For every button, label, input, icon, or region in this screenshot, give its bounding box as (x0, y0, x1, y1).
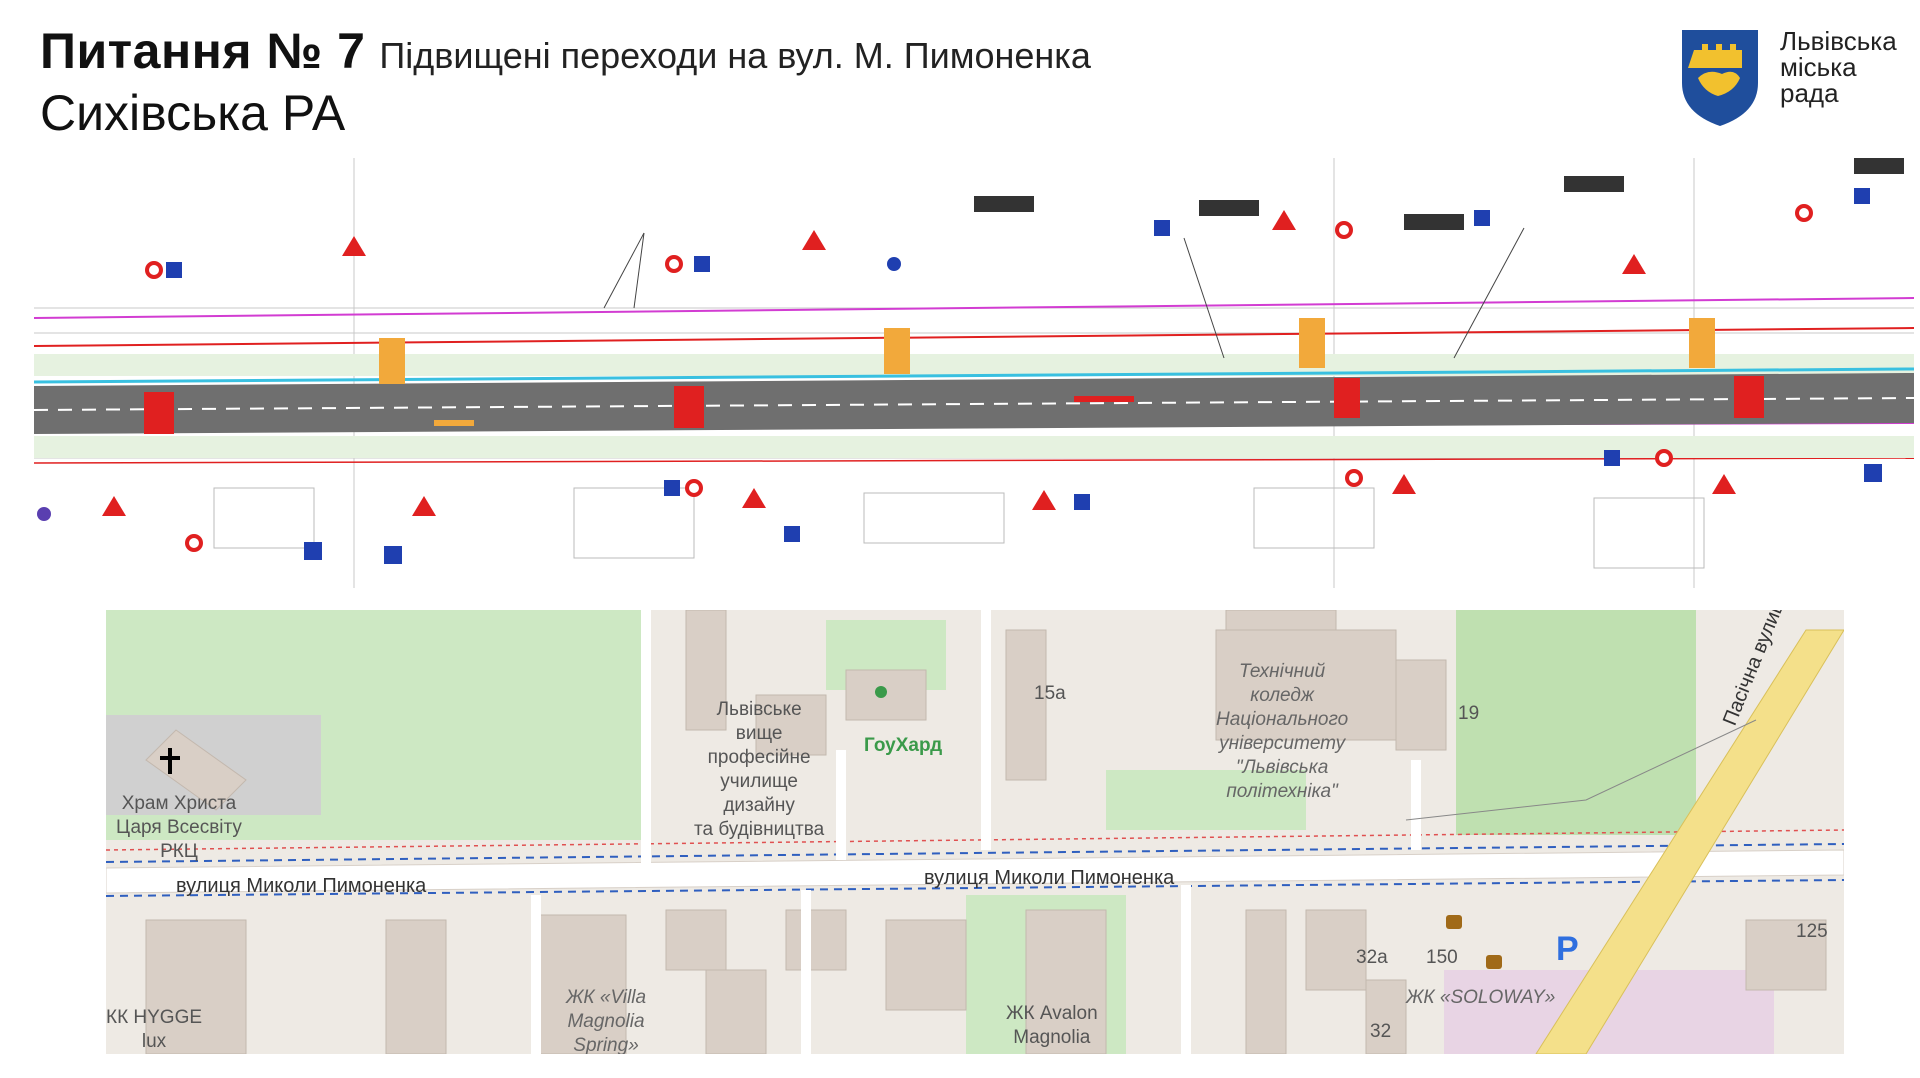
side-streets (531, 610, 1421, 1054)
road-signs (37, 158, 1904, 564)
street-label-east: вулиця Миколи Пимоненка (924, 867, 1175, 889)
car-icon (1446, 915, 1502, 969)
cycle-lane (34, 367, 1914, 384)
kerb-red-1 (1074, 396, 1134, 402)
green-strip-college (1106, 770, 1306, 830)
crossing-3 (1334, 378, 1360, 418)
title-line: Питання № 7 Підвищені переходи на вул. М… (40, 22, 1091, 80)
crossing-4 (1734, 376, 1764, 418)
side-crosswalks (379, 318, 1715, 384)
building-32a-label: 32а (1356, 947, 1388, 968)
bus-line-north (106, 843, 1844, 863)
lion-emblem-icon (1688, 44, 1742, 96)
map-base: P (106, 610, 1844, 1054)
map-buildings (145, 610, 1827, 1054)
kerb-orange-1 (434, 420, 474, 426)
location-map: P Храм Христа Царя Всесвіту РКЦ Львівськ… (106, 610, 1844, 1054)
soloway-label: ЖК «SOLOWAY» (1406, 987, 1556, 1008)
church-cross-icon (160, 748, 180, 774)
avalon-magnolia-label: ЖК Avalon Magnolia (1006, 1003, 1098, 1048)
sign-plate-icon (974, 158, 1904, 230)
road-plan-drawing (34, 158, 1914, 588)
building-150-label: 150 (1426, 947, 1458, 968)
leader-lines (603, 227, 1525, 359)
street-label-west: вулиця Миколи Пимоненка (176, 875, 427, 897)
college-label: Технічний коледж Національного університ… (1216, 661, 1349, 802)
city-council-logo (1682, 30, 1758, 126)
title-block: Питання № 7 Підвищені переходи на вул. М… (40, 22, 1091, 142)
centre-line (34, 397, 1914, 411)
tram-or-bus-line (106, 879, 1844, 897)
gym-label: ГоуХард (864, 735, 943, 756)
running-icon (875, 686, 887, 698)
red-path (106, 829, 1844, 851)
pasichna-street (1535, 629, 1844, 1054)
park-east (1456, 610, 1696, 835)
building-32-label: 32 (1370, 1021, 1392, 1042)
info-sign-icon (37, 188, 1882, 564)
footpath (1405, 719, 1757, 821)
page-title: Питання № 7 (40, 23, 366, 79)
plan-buildings (213, 487, 1705, 569)
parking-icon: P (1556, 930, 1579, 968)
building-15a-label: 15а (1034, 683, 1066, 704)
district-name: Сихівська РА (40, 85, 346, 141)
logo-text: Львівська міська рада (1780, 28, 1897, 106)
page-subtitle: Підвищені переходи на вул. М. Пимоненка (379, 35, 1091, 76)
building-125-label: 125 (1796, 921, 1828, 942)
logo-line-2: міська (1780, 52, 1857, 82)
hygge-label: КК HYGGE lux (106, 1007, 203, 1052)
warning-sign-icon (102, 210, 1736, 516)
crossing-2 (674, 386, 704, 428)
villa-magnolia-label: ЖК «Villa Magnolia Spring» (566, 987, 647, 1054)
main-street (106, 849, 1844, 894)
crossing-1 (144, 392, 174, 434)
building-19-label: 19 (1458, 703, 1480, 724)
logo-line-3: рада (1780, 78, 1839, 108)
raised-crossings (144, 376, 1764, 434)
north-sidewalk (34, 354, 1914, 376)
church-label: Храм Христа Царя Всесвіту РКЦ (116, 793, 242, 862)
prohibition-sign-icon (145, 204, 1813, 552)
school-label: Львівське вище професійне училище дизайн… (694, 699, 825, 840)
south-sidewalk (34, 436, 1914, 458)
logo-line-1: Львівська (1780, 26, 1897, 56)
